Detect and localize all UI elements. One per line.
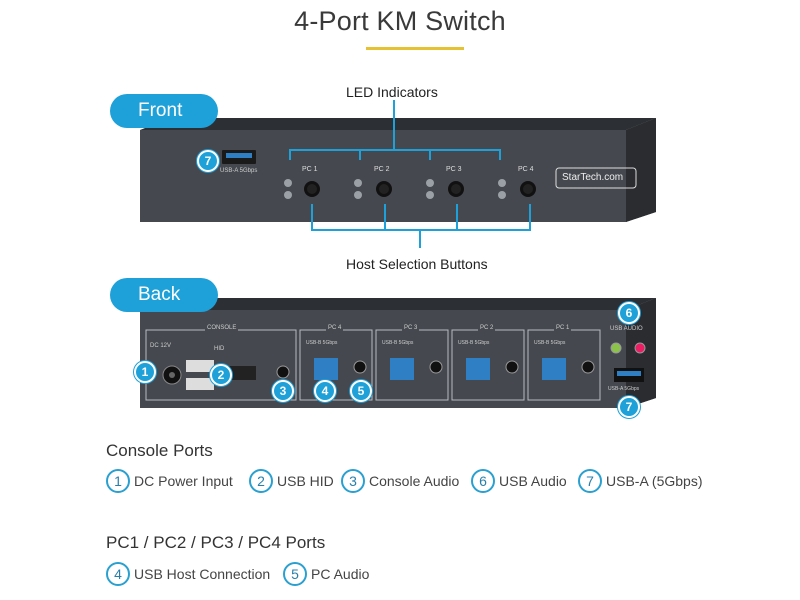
legend-num: 4 — [106, 562, 130, 586]
legend-num: 5 — [283, 562, 307, 586]
back-pc3-label: PC 3 — [402, 325, 420, 331]
usbb-label-2: USB-B 5Gbps — [458, 340, 490, 346]
back-badge-2: 2 — [210, 364, 232, 386]
legend-num: 1 — [106, 469, 130, 493]
console-label: CONSOLE — [205, 325, 239, 331]
usb-audio-label: USB AUDIO — [610, 326, 643, 332]
legend-num: 2 — [249, 469, 273, 493]
host-buttons-label: Host Selection Buttons — [346, 256, 488, 272]
brand-logo: StarTech.com — [562, 172, 624, 183]
front-pill: Front — [110, 94, 218, 128]
legend-text: USB-A (5Gbps) — [606, 473, 703, 489]
legend-text: USB HID — [277, 473, 334, 489]
front-pc3-label: PC 3 — [446, 166, 462, 173]
legend-item-dc: 1 DC Power Input — [106, 469, 233, 493]
legend-text: USB Audio — [499, 473, 567, 489]
front-pc4-label: PC 4 — [518, 166, 534, 173]
pc-ports-title: PC1 / PC2 / PC3 / PC4 Ports — [106, 533, 326, 552]
hid-label: HID — [214, 346, 225, 352]
legend-num: 7 — [578, 469, 602, 493]
usbb-label-3: USB-B 5Gbps — [382, 340, 414, 346]
legend-num: 3 — [341, 469, 365, 493]
back-badge-3: 3 — [272, 380, 294, 402]
led-indicators-label: LED Indicators — [346, 84, 438, 100]
legend-num: 6 — [471, 469, 495, 493]
legend-item-usba: 7 USB-A (5Gbps) — [578, 469, 702, 493]
usba-label: USB-A 5Gbps — [608, 386, 640, 392]
front-panel — [140, 100, 656, 248]
back-panel — [140, 298, 656, 408]
console-ports-title: Console Ports — [106, 441, 213, 460]
title-underline — [366, 47, 464, 50]
legend-text: Console Audio — [369, 473, 460, 489]
front-usb-label: USB-A 5Gbps — [220, 168, 258, 174]
usbb-label-4: USB-B 5Gbps — [306, 340, 338, 346]
back-pc4-label: PC 4 — [326, 325, 344, 331]
back-pill: Back — [110, 278, 218, 312]
legend-text: DC Power Input — [134, 473, 233, 489]
legend-item-usb-host: 4 USB Host Connection — [106, 562, 270, 586]
back-badge-1: 1 — [134, 361, 156, 383]
back-badge-4: 4 — [314, 380, 336, 402]
legend-text: PC Audio — [311, 566, 370, 582]
back-badge-5: 5 — [350, 380, 372, 402]
back-pc2-label: PC 2 — [478, 325, 496, 331]
front-pc1-label: PC 1 — [302, 166, 318, 173]
legend-item-hid: 2 USB HID — [249, 469, 334, 493]
legend-text: USB Host Connection — [134, 566, 271, 582]
front-pc2-label: PC 2 — [374, 166, 390, 173]
page-title: 4-Port KM Switch — [294, 6, 506, 36]
legend-item-pc-audio: 5 PC Audio — [283, 562, 369, 586]
dc-label: DC 12V — [150, 343, 172, 349]
legend-item-usb-audio: 6 USB Audio — [471, 469, 567, 493]
device-illustration — [140, 100, 656, 408]
back-pc1-label: PC 1 — [554, 325, 572, 331]
back-badge-7: 7 — [618, 396, 640, 418]
usbb-label-1: USB-B 5Gbps — [534, 340, 566, 346]
front-badge-7: 7 — [197, 150, 219, 172]
legend-item-console-audio: 3 Console Audio — [341, 469, 459, 493]
back-badge-6: 6 — [618, 302, 640, 324]
